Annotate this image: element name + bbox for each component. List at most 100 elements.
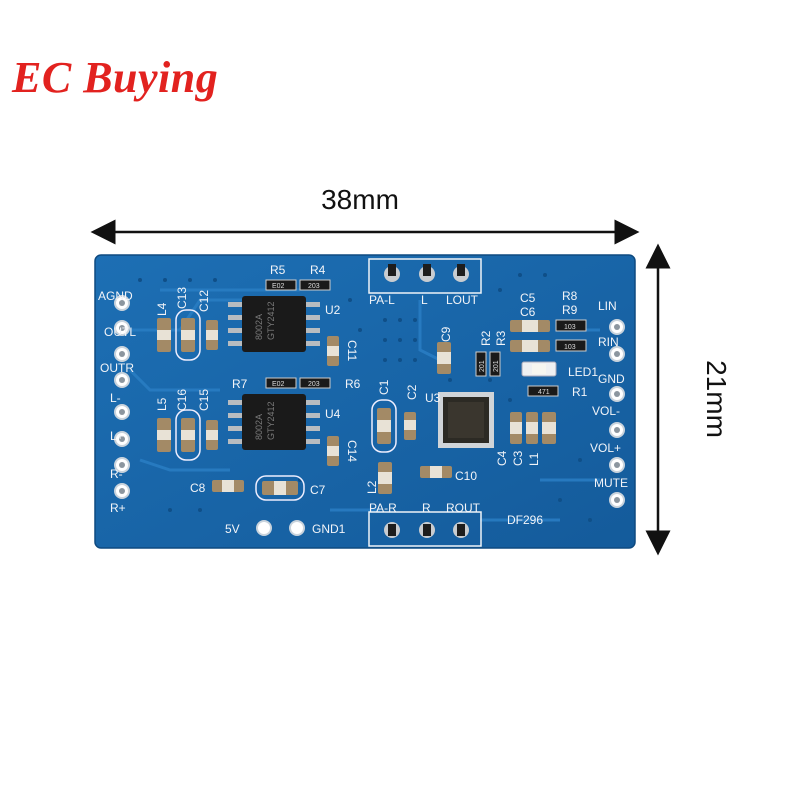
resistor-r3 <box>489 351 501 377</box>
header-label-rout: ROUT <box>446 501 481 515</box>
capacitor-c14 <box>327 436 339 466</box>
inductor-l5 <box>175 409 201 461</box>
label-c11: C11 <box>345 340 359 361</box>
capacitor-c3 <box>526 412 538 444</box>
capacitor-c12 <box>206 320 218 350</box>
label-c15: C15 <box>197 389 211 411</box>
header-label-r: R <box>422 501 431 515</box>
resistor-r9 <box>555 339 587 352</box>
capacitor-c2 <box>404 412 416 440</box>
capacitor-c9 <box>437 342 451 374</box>
top-header-pins <box>384 264 469 282</box>
label-c6: C6 <box>520 305 536 319</box>
u2-marking-1: 8002A <box>254 314 264 340</box>
pin-label-vol-plus: VOL+ <box>590 441 621 455</box>
header-label-l: L <box>421 293 428 307</box>
header-label-lout: LOUT <box>446 293 479 307</box>
pad-5v <box>256 520 272 536</box>
u2-marking-2: GTY2412 <box>266 301 276 340</box>
pin-label-rin: RIN <box>598 335 619 349</box>
label-c5: C5 <box>520 291 536 305</box>
pin-label-gnd: GND <box>598 372 625 386</box>
resistor-r6 <box>299 377 331 389</box>
code-r2: 201 <box>479 360 486 372</box>
inductor-l2 <box>378 462 392 494</box>
code-r7: E02 <box>272 381 285 388</box>
label-l4: L4 <box>155 302 169 316</box>
brand-logo: EC Buying <box>12 53 219 102</box>
code-r6: 203 <box>308 381 320 388</box>
code-r9: 103 <box>564 344 576 351</box>
label-c13: C13 <box>175 287 189 309</box>
capacitor-c16 <box>157 418 171 452</box>
header-label-pa-r: PA-R <box>369 501 397 515</box>
inductor-l1 <box>542 412 556 444</box>
capacitor-c15 <box>206 420 218 450</box>
label-gnd1: GND1 <box>312 522 346 536</box>
label-c14: C14 <box>345 440 359 462</box>
label-r9: R9 <box>562 303 578 317</box>
code-r5: E02 <box>272 283 285 290</box>
label-r1: R1 <box>572 385 588 399</box>
label-r3: R3 <box>494 330 508 346</box>
label-u3: U3 <box>425 391 441 405</box>
label-c1: C1 <box>377 379 391 395</box>
pin-label-r-plus: R+ <box>110 501 126 515</box>
pin-label-vol-minus: VOL- <box>592 404 620 418</box>
label-c16: C16 <box>175 389 189 411</box>
resistor-r5 <box>265 279 297 291</box>
label-r7: R7 <box>232 377 248 391</box>
led-led1 <box>521 361 557 377</box>
code-r3: 201 <box>493 360 500 372</box>
capacitor-c8 <box>212 480 244 492</box>
top-header-outline <box>368 258 482 294</box>
label-u2: U2 <box>325 303 341 317</box>
code-r4: 203 <box>308 283 320 290</box>
pin-label-mute: MUTE <box>594 476 628 490</box>
pin-label-outr: OUTR <box>100 361 134 375</box>
label-c9: C9 <box>439 326 453 342</box>
label-l1: L1 <box>527 452 541 466</box>
label-c7: C7 <box>310 483 326 497</box>
label-r5: R5 <box>270 263 286 277</box>
resistor-r8 <box>555 319 587 332</box>
label-led1: LED1 <box>568 365 598 379</box>
capacitor-c1 <box>371 399 397 453</box>
pin-label-outl: OUTL <box>104 325 136 339</box>
resistor-r4 <box>299 279 331 291</box>
label-c10: C10 <box>455 469 477 483</box>
label-5v: 5V <box>225 522 240 536</box>
capacitor-c5 <box>510 320 550 332</box>
board-name: DF296 <box>507 513 543 527</box>
label-r6: R6 <box>345 377 361 391</box>
capacitor-c10 <box>420 466 452 478</box>
label-c3: C3 <box>511 450 525 466</box>
label-c4: C4 <box>495 450 509 466</box>
code-r1: 471 <box>538 389 550 396</box>
capacitor-c6 <box>510 340 550 352</box>
pin-label-agnd: AGND <box>98 289 133 303</box>
pin-label-l-plus: L+ <box>110 429 124 443</box>
chip-u4: 8002A GTY2412 <box>228 394 320 450</box>
pin-label-lin: LIN <box>598 299 617 313</box>
code-r8: 103 <box>564 324 576 331</box>
label-c12: C12 <box>197 290 211 312</box>
chip-u2: 8002A GTY2412 <box>228 296 320 352</box>
resistor-r2 <box>475 351 487 377</box>
label-u4: U4 <box>325 407 341 421</box>
capacitor-c11 <box>327 336 339 366</box>
bottom-header-outline <box>368 511 482 547</box>
u4-marking-2: GTY2412 <box>266 401 276 440</box>
resistor-r7 <box>265 377 297 389</box>
pin-label-r-minus: R- <box>110 467 123 481</box>
pad-gnd1 <box>289 520 305 536</box>
label-l2: L2 <box>365 480 379 494</box>
label-c8: C8 <box>190 481 206 495</box>
chip-u3 <box>438 392 494 448</box>
label-c2: C2 <box>405 384 419 400</box>
label-r2: R2 <box>479 330 493 346</box>
label-l5: L5 <box>155 397 169 411</box>
header-label-pa-l: PA-L <box>369 293 395 307</box>
label-r8: R8 <box>562 289 578 303</box>
